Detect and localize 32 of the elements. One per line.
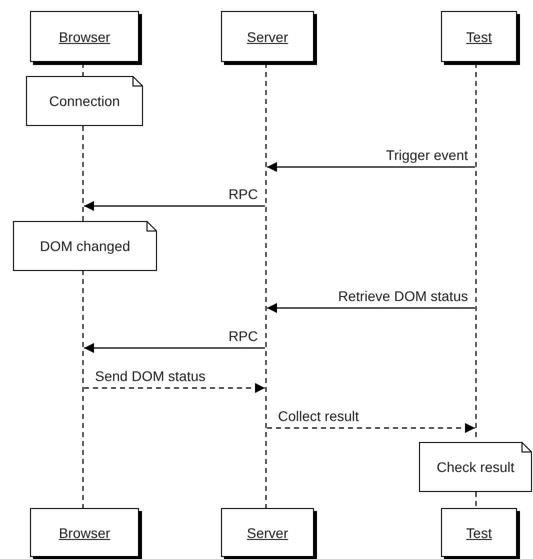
participant-box [221,11,314,62]
edge-label: Send DOM status [95,368,206,384]
participant-name: Server [246,524,288,540]
participant-box [441,11,517,62]
note-box [26,76,143,126]
note-text: Check result [436,459,514,475]
edge-label: Collect result [278,408,359,424]
note-box [419,442,532,492]
message-arrow [84,343,265,353]
participant-box [441,508,517,557]
participant-name: Test [466,28,492,44]
edge-label: RPC [228,328,258,344]
edge-label: Retrieve DOM status [338,288,468,304]
note-text: DOM changed [40,238,130,254]
participant-box [221,508,314,557]
note-box [13,221,157,271]
lifeline [265,63,267,508]
participant-name: Server [246,28,288,44]
participant-name: Browser [58,28,110,44]
lifeline-segment [475,492,477,508]
message-arrow [84,383,265,393]
message-arrow [267,303,475,313]
participant-name: Browser [58,524,110,540]
message-arrow [267,423,475,433]
participant-box [30,11,139,62]
participant-name: Test [466,524,492,540]
note-text: Connection [49,93,120,109]
message-arrow [267,162,475,172]
edge-label: Trigger event [386,147,468,163]
participant-box [30,508,139,557]
message-arrow [84,201,265,211]
edge-label: RPC [228,186,258,202]
